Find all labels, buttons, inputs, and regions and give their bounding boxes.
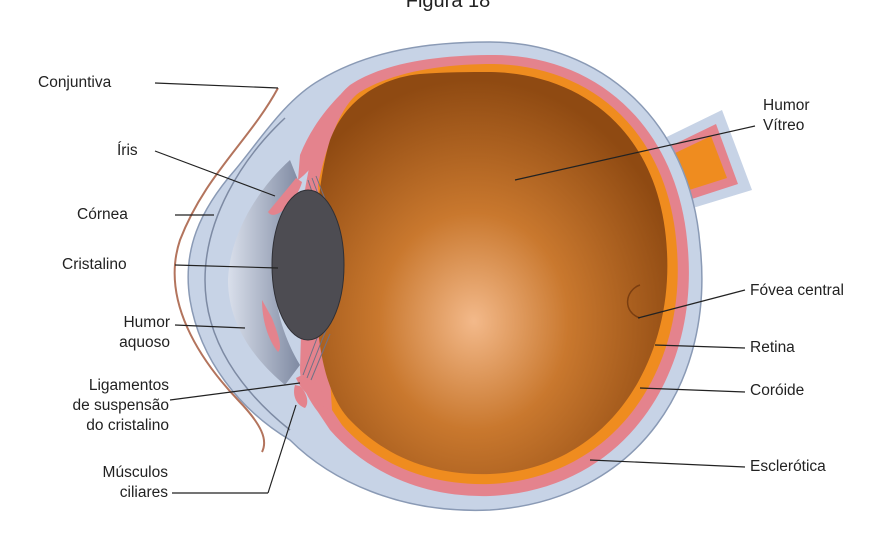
label-esclerotica: Esclerótica — [750, 457, 826, 477]
label-cristalino: Cristalino — [62, 255, 127, 275]
label-cornea: Córnea — [77, 205, 128, 225]
figure-title: Figura 18 — [0, 0, 896, 13]
leader-conjuntiva — [155, 83, 278, 88]
label-humor-aquoso: Humor aquoso — [85, 313, 170, 353]
label-retina: Retina — [750, 338, 795, 358]
label-fovea: Fóvea central — [750, 281, 844, 301]
lens — [272, 190, 344, 340]
label-iris: Íris — [117, 141, 138, 161]
label-conjuntiva: Conjuntiva — [38, 73, 111, 93]
label-humor-vitreo: Humor Vítreo — [763, 96, 810, 136]
label-musculos: Músculos ciliares — [60, 463, 168, 503]
vitreous-humor — [316, 72, 668, 474]
label-coroide: Coróide — [750, 381, 804, 401]
label-ligamentos: Ligamentos de suspensão do cristalino — [5, 376, 169, 436]
